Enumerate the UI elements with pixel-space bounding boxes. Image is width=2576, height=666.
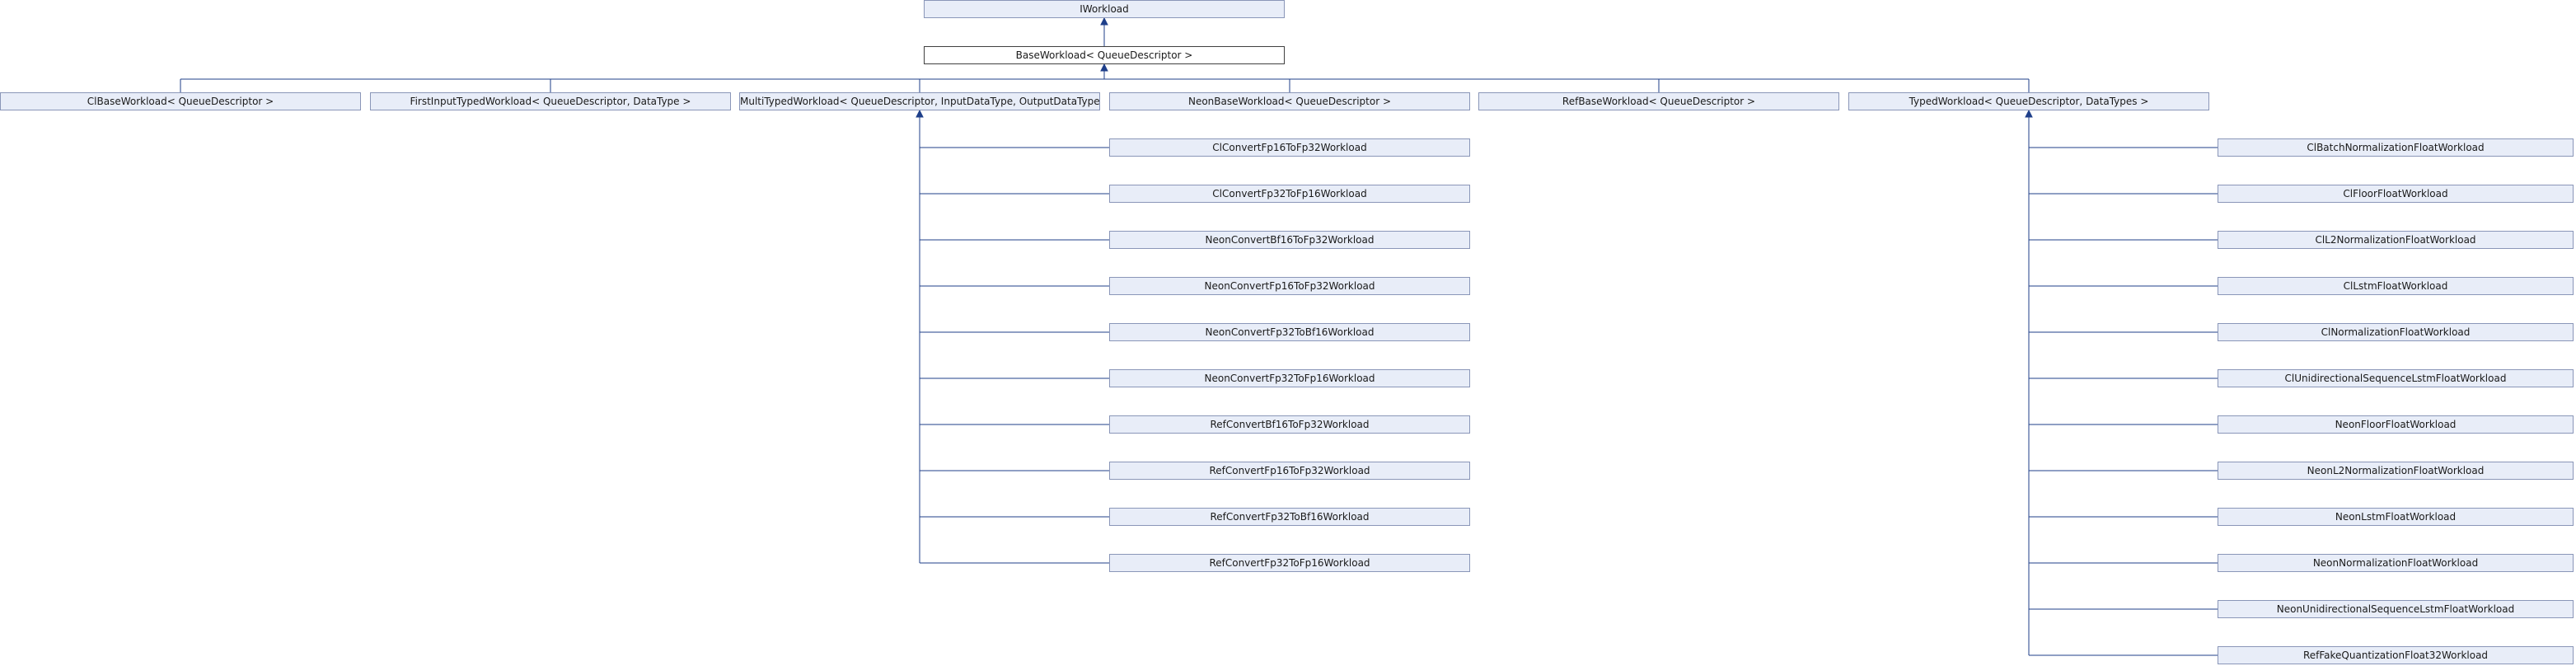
class-node-m2[interactable]: ClConvertFp32ToFp16Workload (1109, 185, 1470, 203)
arrow-multityped (916, 109, 924, 118)
class-node-clbase[interactable]: ClBaseWorkload< QueueDescriptor > (0, 92, 361, 110)
class-node-refbase[interactable]: RefBaseWorkload< QueueDescriptor > (1478, 92, 1839, 110)
class-node-iworkload[interactable]: IWorkload (924, 0, 1285, 18)
class-node-t3[interactable]: ClL2NormalizationFloatWorkload (2218, 231, 2574, 249)
class-node-firstinput[interactable]: FirstInputTypedWorkload< QueueDescriptor… (370, 92, 731, 110)
class-node-m8[interactable]: RefConvertFp16ToFp32Workload (1109, 462, 1470, 480)
arrow-typed (2025, 109, 2033, 118)
class-node-m5[interactable]: NeonConvertFp32ToBf16Workload (1109, 323, 1470, 341)
class-node-m10[interactable]: RefConvertFp32ToFp16Workload (1109, 554, 1470, 572)
class-node-t1[interactable]: ClBatchNormalizationFloatWorkload (2218, 138, 2574, 157)
class-node-t11[interactable]: NeonUnidirectionalSequenceLstmFloatWorkl… (2218, 600, 2574, 618)
class-node-baseworkload: BaseWorkload< QueueDescriptor > (924, 46, 1285, 64)
class-node-t2[interactable]: ClFloorFloatWorkload (2218, 185, 2574, 203)
class-node-t10[interactable]: NeonNormalizationFloatWorkload (2218, 554, 2574, 572)
class-node-m9[interactable]: RefConvertFp32ToBf16Workload (1109, 508, 1470, 526)
class-node-m6[interactable]: NeonConvertFp32ToFp16Workload (1109, 369, 1470, 387)
class-node-m1[interactable]: ClConvertFp16ToFp32Workload (1109, 138, 1470, 157)
class-node-m4[interactable]: NeonConvertFp16ToFp32Workload (1109, 277, 1470, 295)
class-node-t6[interactable]: ClUnidirectionalSequenceLstmFloatWorkloa… (2218, 369, 2574, 387)
class-node-typed[interactable]: TypedWorkload< QueueDescriptor, DataType… (1848, 92, 2209, 110)
class-node-t9[interactable]: NeonLstmFloatWorkload (2218, 508, 2574, 526)
class-node-multityped[interactable]: MultiTypedWorkload< QueueDescriptor, Inp… (739, 92, 1100, 110)
class-node-t8[interactable]: NeonL2NormalizationFloatWorkload (2218, 462, 2574, 480)
arrow-iworkload (1100, 16, 1108, 26)
class-node-m3[interactable]: NeonConvertBf16ToFp32Workload (1109, 231, 1470, 249)
arrow-baseworkload (1100, 63, 1108, 72)
class-node-t4[interactable]: ClLstmFloatWorkload (2218, 277, 2574, 295)
class-node-neonbase[interactable]: NeonBaseWorkload< QueueDescriptor > (1109, 92, 1470, 110)
class-node-t12[interactable]: RefFakeQuantizationFloat32Workload (2218, 646, 2574, 664)
class-node-t5[interactable]: ClNormalizationFloatWorkload (2218, 323, 2574, 341)
class-node-m7[interactable]: RefConvertBf16ToFp32Workload (1109, 415, 1470, 434)
class-node-t7[interactable]: NeonFloorFloatWorkload (2218, 415, 2574, 434)
